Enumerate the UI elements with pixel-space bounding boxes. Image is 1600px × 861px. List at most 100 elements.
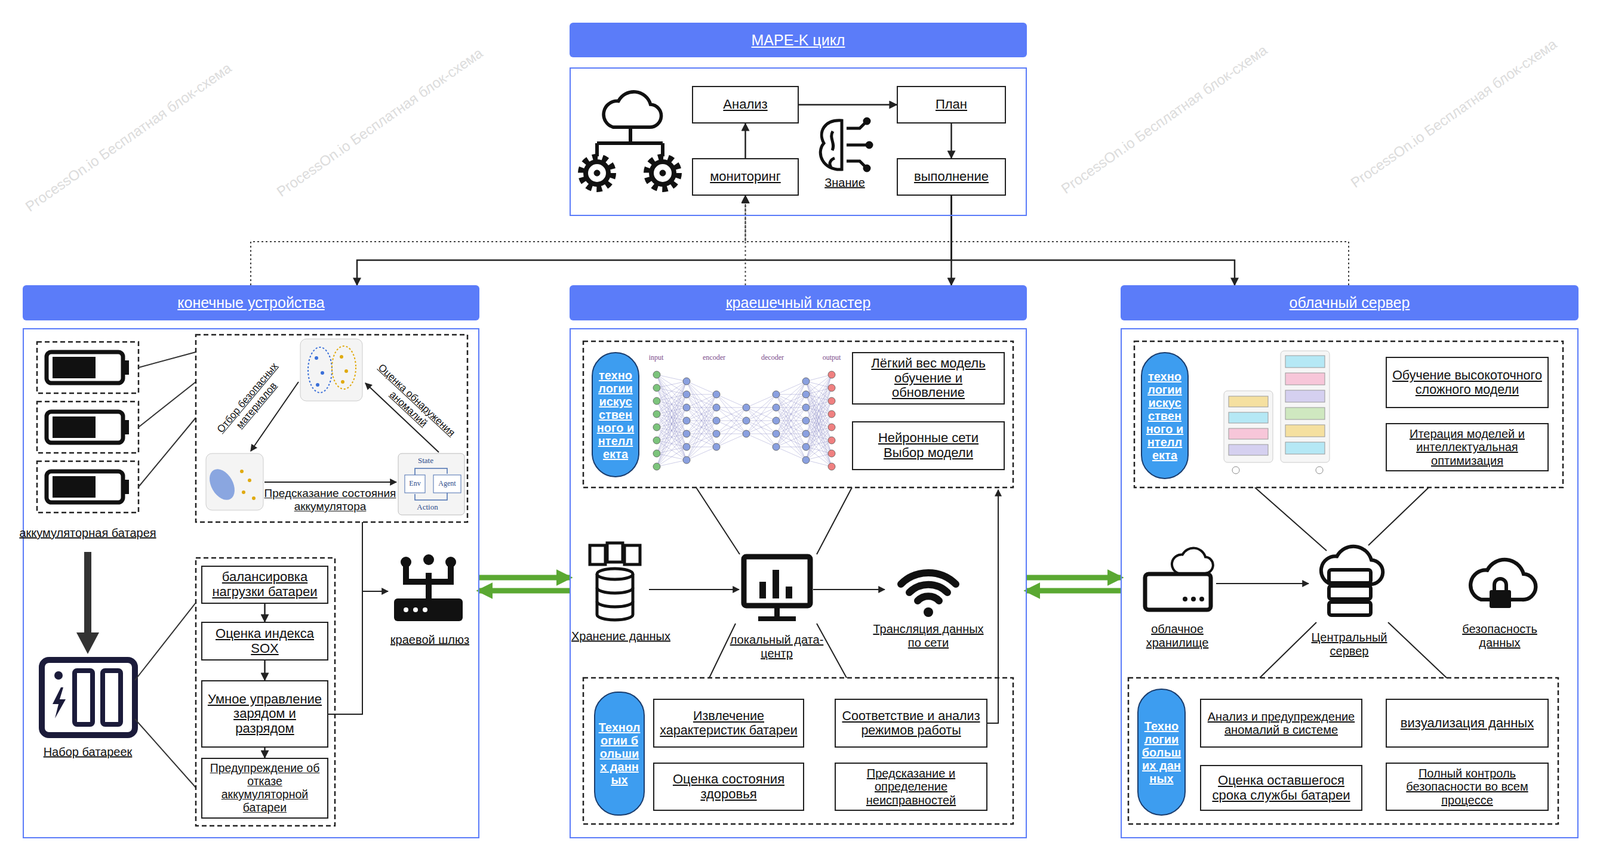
nn-node <box>682 456 691 464</box>
node-text: Предупреждение об отказе аккумуляторной … <box>207 762 323 815</box>
label: Оценка обнаружения аномалий <box>362 357 463 452</box>
process-box: Итерация моделей и интеллектуальная опти… <box>1385 423 1549 472</box>
nn-node <box>828 450 836 458</box>
nn-link <box>656 374 687 461</box>
nn-node <box>712 430 720 438</box>
process-box: Анализ и предупреждение аномалий в систе… <box>1200 699 1363 749</box>
cloud-storage-icon <box>1145 548 1214 611</box>
nn-node <box>653 410 661 418</box>
nn-link <box>805 374 832 408</box>
nn-link <box>805 394 832 467</box>
nn-link <box>686 381 717 408</box>
process-box: Извлечение характеристик батареи <box>653 699 805 749</box>
nn-link <box>656 407 687 467</box>
nn-node <box>653 423 661 432</box>
process-box: Обучение высокоточного сложного модели <box>1385 357 1549 409</box>
nn-link <box>805 381 832 467</box>
node-text: Предсказание и определение неисправносте… <box>840 767 982 808</box>
node-text: визуализация данных <box>1400 716 1534 732</box>
label: Отбор безопасных материалов <box>210 355 294 448</box>
process-box: Оценка индекса SOX <box>201 622 329 661</box>
tf-layer <box>1285 442 1325 455</box>
process-box: Предсказание и определение неисправносте… <box>834 762 988 812</box>
process-box: Умное управление зарядом и разрядом <box>201 680 329 749</box>
node-text: Оценка состояния здоровья <box>659 772 799 802</box>
gateway-icon <box>394 554 463 622</box>
tf-embed <box>1315 466 1323 475</box>
arrow-line <box>744 123 747 159</box>
node-text: конечные устройства <box>177 294 325 312</box>
nn-link <box>746 407 777 435</box>
nn-link <box>805 401 832 461</box>
process-box: Оценка оставшегося срока службы батареи <box>1200 765 1363 812</box>
connector <box>250 195 746 286</box>
nn-node <box>802 430 810 438</box>
label: State <box>407 456 444 466</box>
nn-link <box>776 447 806 461</box>
label: decoder <box>751 354 794 363</box>
label: output <box>813 354 850 363</box>
nn-link <box>716 407 747 435</box>
label: Центральный сервер <box>1295 631 1403 659</box>
tf-layer <box>1228 444 1269 456</box>
nn-node <box>772 417 780 425</box>
nn-link <box>686 407 717 461</box>
nn-link <box>686 394 717 408</box>
nn-link <box>805 453 832 461</box>
storage-icon <box>589 543 640 621</box>
cluster-image <box>204 339 465 516</box>
nn-link <box>805 420 832 467</box>
node-text: Анализ и предупреждение аномалий в систе… <box>1205 710 1357 738</box>
connector <box>1026 577 1121 592</box>
nn-link <box>716 407 747 448</box>
node-text: технологии искусственного интеллекта <box>595 368 636 461</box>
nn-link <box>805 388 832 461</box>
nn-node <box>828 384 836 392</box>
nn-link <box>776 407 806 461</box>
nn-node <box>772 430 780 438</box>
dotted-arrow <box>745 195 1350 286</box>
nn-link <box>746 394 777 421</box>
dashed-group <box>1128 678 1559 825</box>
nn-node <box>802 417 810 425</box>
panel: облачный сервертехнологии искусственного… <box>1120 285 1579 839</box>
nn-link <box>776 434 806 448</box>
nn-node <box>802 443 810 451</box>
nn-link <box>656 374 687 395</box>
nn-link <box>686 394 717 421</box>
nn-link <box>656 447 687 467</box>
node-text: Технологии больших данных <box>598 721 641 787</box>
green-arrow <box>479 575 570 581</box>
dashed-group <box>1134 341 1563 488</box>
node-text: MAPE-K цикл <box>751 31 846 49</box>
battery-arrow <box>76 552 100 655</box>
security-icon <box>1470 560 1536 609</box>
watermark: ProcessOn.io Бесплатная блок-схема <box>1312 10 1596 217</box>
server-wires <box>1216 487 1447 679</box>
node-text: Полный контроль безопасности во всем про… <box>1391 767 1543 808</box>
arrow-line <box>263 604 266 623</box>
process-box: Лёгкий вес модель обучение и обновление <box>851 352 1005 405</box>
nn-link <box>656 381 687 428</box>
nn-node <box>802 377 810 386</box>
nn-node <box>682 430 691 438</box>
nn-node <box>742 404 750 412</box>
nn-link <box>805 374 832 448</box>
label: input <box>638 354 675 363</box>
arrow-line <box>798 103 897 106</box>
nn-node <box>828 437 836 445</box>
nn-link <box>776 407 806 448</box>
dotted-arrow <box>250 195 746 286</box>
nn-link <box>776 381 806 448</box>
panel-header: краешечный кластер <box>569 285 1027 321</box>
nn-link <box>776 381 806 421</box>
label: encoder <box>693 354 735 363</box>
nn-link <box>656 420 687 467</box>
nn-link <box>805 374 832 435</box>
label: краевой шлюз <box>376 633 484 648</box>
green-arrow <box>479 588 570 595</box>
datacenter-icon <box>743 557 811 622</box>
label: Хранение данных <box>558 629 684 644</box>
nn-link <box>716 407 747 409</box>
nn-link <box>776 420 806 461</box>
